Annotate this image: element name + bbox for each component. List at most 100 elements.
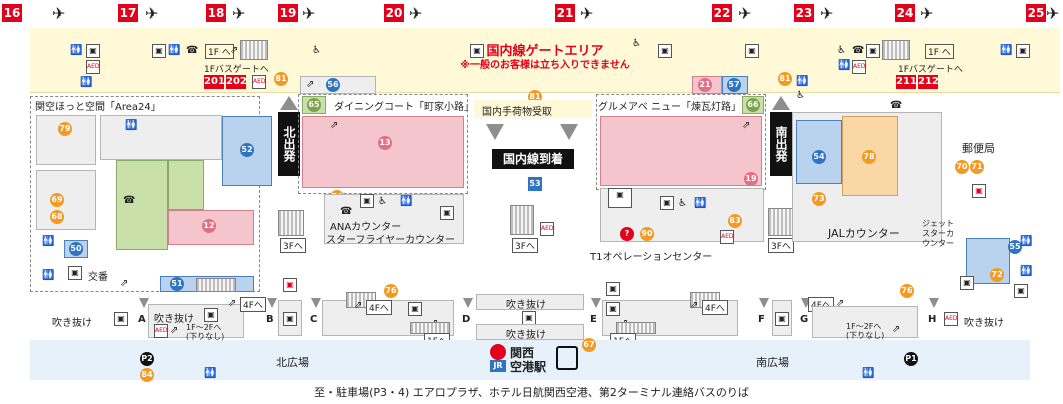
restroom-icon: 🚻 — [400, 196, 413, 207]
facility-50-badge[interactable]: 50 — [69, 242, 83, 256]
facility-76-badge[interactable]: 76 — [900, 284, 914, 298]
star-flyer-counter-label: スターフライヤーカウンター — [326, 235, 456, 246]
plane-icon: ✈ — [738, 4, 752, 23]
gate-20-badge[interactable]: 20 — [384, 4, 404, 22]
entrance-h[interactable]: H — [928, 314, 937, 325]
entrance-a[interactable]: A — [138, 314, 146, 325]
station-name-1: 関西 — [510, 346, 535, 360]
elevator-icon: ▣ — [1016, 44, 1030, 58]
facility-65-badge[interactable]: 65 — [307, 98, 321, 112]
facility-66-badge[interactable]: 66 — [746, 98, 760, 112]
void-area — [476, 324, 584, 340]
facility-81-badge[interactable]: 81 — [274, 72, 288, 86]
facility-69-badge[interactable]: 69 — [50, 193, 64, 207]
floor-4f-sign: 4Fへ — [240, 297, 266, 312]
bus-gate-left-label: 1Fバスゲートへ — [204, 65, 269, 75]
escalator-icon: ⇗ — [836, 298, 845, 309]
entrance-e[interactable]: E — [590, 314, 597, 325]
post-box-icon: ▣ — [283, 278, 297, 292]
facility-78-badge[interactable]: 78 — [862, 150, 876, 164]
aed-icon: AED — [252, 75, 266, 89]
facility-55-badge[interactable]: 55 — [1008, 240, 1022, 254]
police-label: 交番 — [88, 272, 108, 283]
gate-16-badge[interactable]: 16 — [2, 4, 22, 22]
facility-83-badge[interactable]: 83 — [728, 214, 742, 228]
phone-icon: ☎ — [890, 100, 903, 111]
gate-17-badge[interactable]: 17 — [118, 4, 138, 22]
plane-icon: ✈ — [302, 4, 316, 23]
gate-area-notice: ※一般のお客様は立ち入りできません — [460, 60, 630, 71]
parking-p2-icon[interactable]: P2 — [140, 352, 154, 366]
plane-icon: ✈ — [820, 4, 834, 23]
facility-12-badge[interactable]: 12 — [202, 219, 216, 233]
restroom-icon: 🚻 — [70, 45, 83, 56]
parking-p1-icon[interactable]: P1 — [904, 352, 918, 366]
gate-25-badge[interactable]: 25 — [1026, 4, 1046, 22]
no-down-note: (下りなし) — [846, 331, 885, 340]
post-box-icon: ▣ — [972, 184, 986, 198]
facility-76-badge[interactable]: 76 — [384, 284, 398, 298]
gate-202-badge[interactable]: 202 — [226, 75, 247, 89]
facility-73-badge[interactable]: 73 — [812, 192, 826, 206]
restroom-icon: 🚻 — [1000, 45, 1013, 56]
floor-4f-sign: 4Fへ — [366, 300, 392, 315]
facility-67-badge[interactable]: 67 — [582, 338, 596, 352]
accessible-icon: ♿ — [632, 38, 641, 49]
room — [100, 115, 222, 160]
facility-79-badge[interactable]: 79 — [58, 122, 72, 136]
restroom-icon: 🚻 — [838, 60, 851, 71]
gate-201-badge[interactable]: 201 — [204, 75, 225, 89]
arrival-arrow-right — [560, 124, 578, 140]
restroom-icon: 🚻 — [42, 270, 55, 281]
aed-icon: AED — [852, 60, 866, 74]
gate-18-badge[interactable]: 18 — [206, 4, 226, 22]
entrance-g[interactable]: G — [800, 314, 809, 325]
void-label: 吹き抜け — [506, 300, 546, 311]
floor-1f-sign: 1F へ — [205, 44, 234, 59]
elevator-icon: ▣ — [522, 311, 536, 325]
plane-icon: ✈ — [580, 4, 594, 23]
entrance-c[interactable]: C — [310, 314, 318, 325]
facility-13-badge[interactable]: 13 — [378, 136, 392, 150]
elevator-icon: ▣ — [960, 276, 974, 290]
facility-57-badge[interactable]: 57 — [727, 78, 741, 92]
entrance-b[interactable]: B — [266, 314, 274, 325]
entrance-f[interactable]: F — [758, 314, 765, 325]
elevator-icon: ▣ — [658, 44, 672, 58]
facility-53-badge[interactable]: 53 — [528, 177, 542, 191]
floor-1f-sign: 1F へ — [925, 44, 954, 59]
info-icon[interactable]: ? — [620, 227, 634, 241]
facility-54-badge[interactable]: 54 — [812, 150, 826, 164]
facility-84-badge[interactable]: 84 — [140, 368, 154, 382]
domestic-gate-area — [30, 28, 1060, 93]
south-departure-arrow — [772, 96, 790, 110]
gate-211-badge[interactable]: 211 — [896, 75, 917, 89]
facility-71-badge[interactable]: 71 — [970, 160, 984, 174]
area24-zone — [30, 96, 260, 292]
facility-70-badge[interactable]: 70 — [955, 160, 969, 174]
train-icon — [556, 346, 578, 370]
escalator-icon: ⇗ — [306, 79, 315, 90]
facility-51-badge[interactable]: 51 — [170, 277, 184, 291]
entrance-d[interactable]: D — [462, 314, 471, 325]
facility-52-badge[interactable]: 52 — [240, 143, 254, 157]
gate-23-badge[interactable]: 23 — [794, 4, 814, 22]
gate-24-badge[interactable]: 24 — [895, 4, 915, 22]
floor-3f-sign: 3Fへ — [512, 238, 538, 253]
gate-19-badge[interactable]: 19 — [278, 4, 298, 22]
gate-21-badge[interactable]: 21 — [555, 4, 575, 22]
facility-72-badge[interactable]: 72 — [990, 268, 1004, 282]
gate-22-badge[interactable]: 22 — [712, 4, 732, 22]
north-departure-label: 北出発 — [278, 112, 300, 176]
facility-19-badge[interactable]: 19 — [744, 172, 758, 186]
facility-90-badge[interactable]: 90 — [640, 227, 654, 241]
escalator-icon: ⇗ — [228, 298, 237, 309]
elevator-icon: ▣ — [660, 196, 674, 210]
gate-212-badge[interactable]: 212 — [918, 75, 939, 89]
facility-81-badge[interactable]: 81 — [778, 72, 792, 86]
dining-court-label: ダイニングコート「町家小路」 — [334, 102, 474, 113]
facility-68-badge[interactable]: 68 — [50, 210, 64, 224]
facility-56-badge[interactable]: 56 — [326, 78, 340, 92]
restroom-icon: 🚻 — [796, 76, 809, 87]
facility-21-badge[interactable]: 21 — [698, 78, 712, 92]
